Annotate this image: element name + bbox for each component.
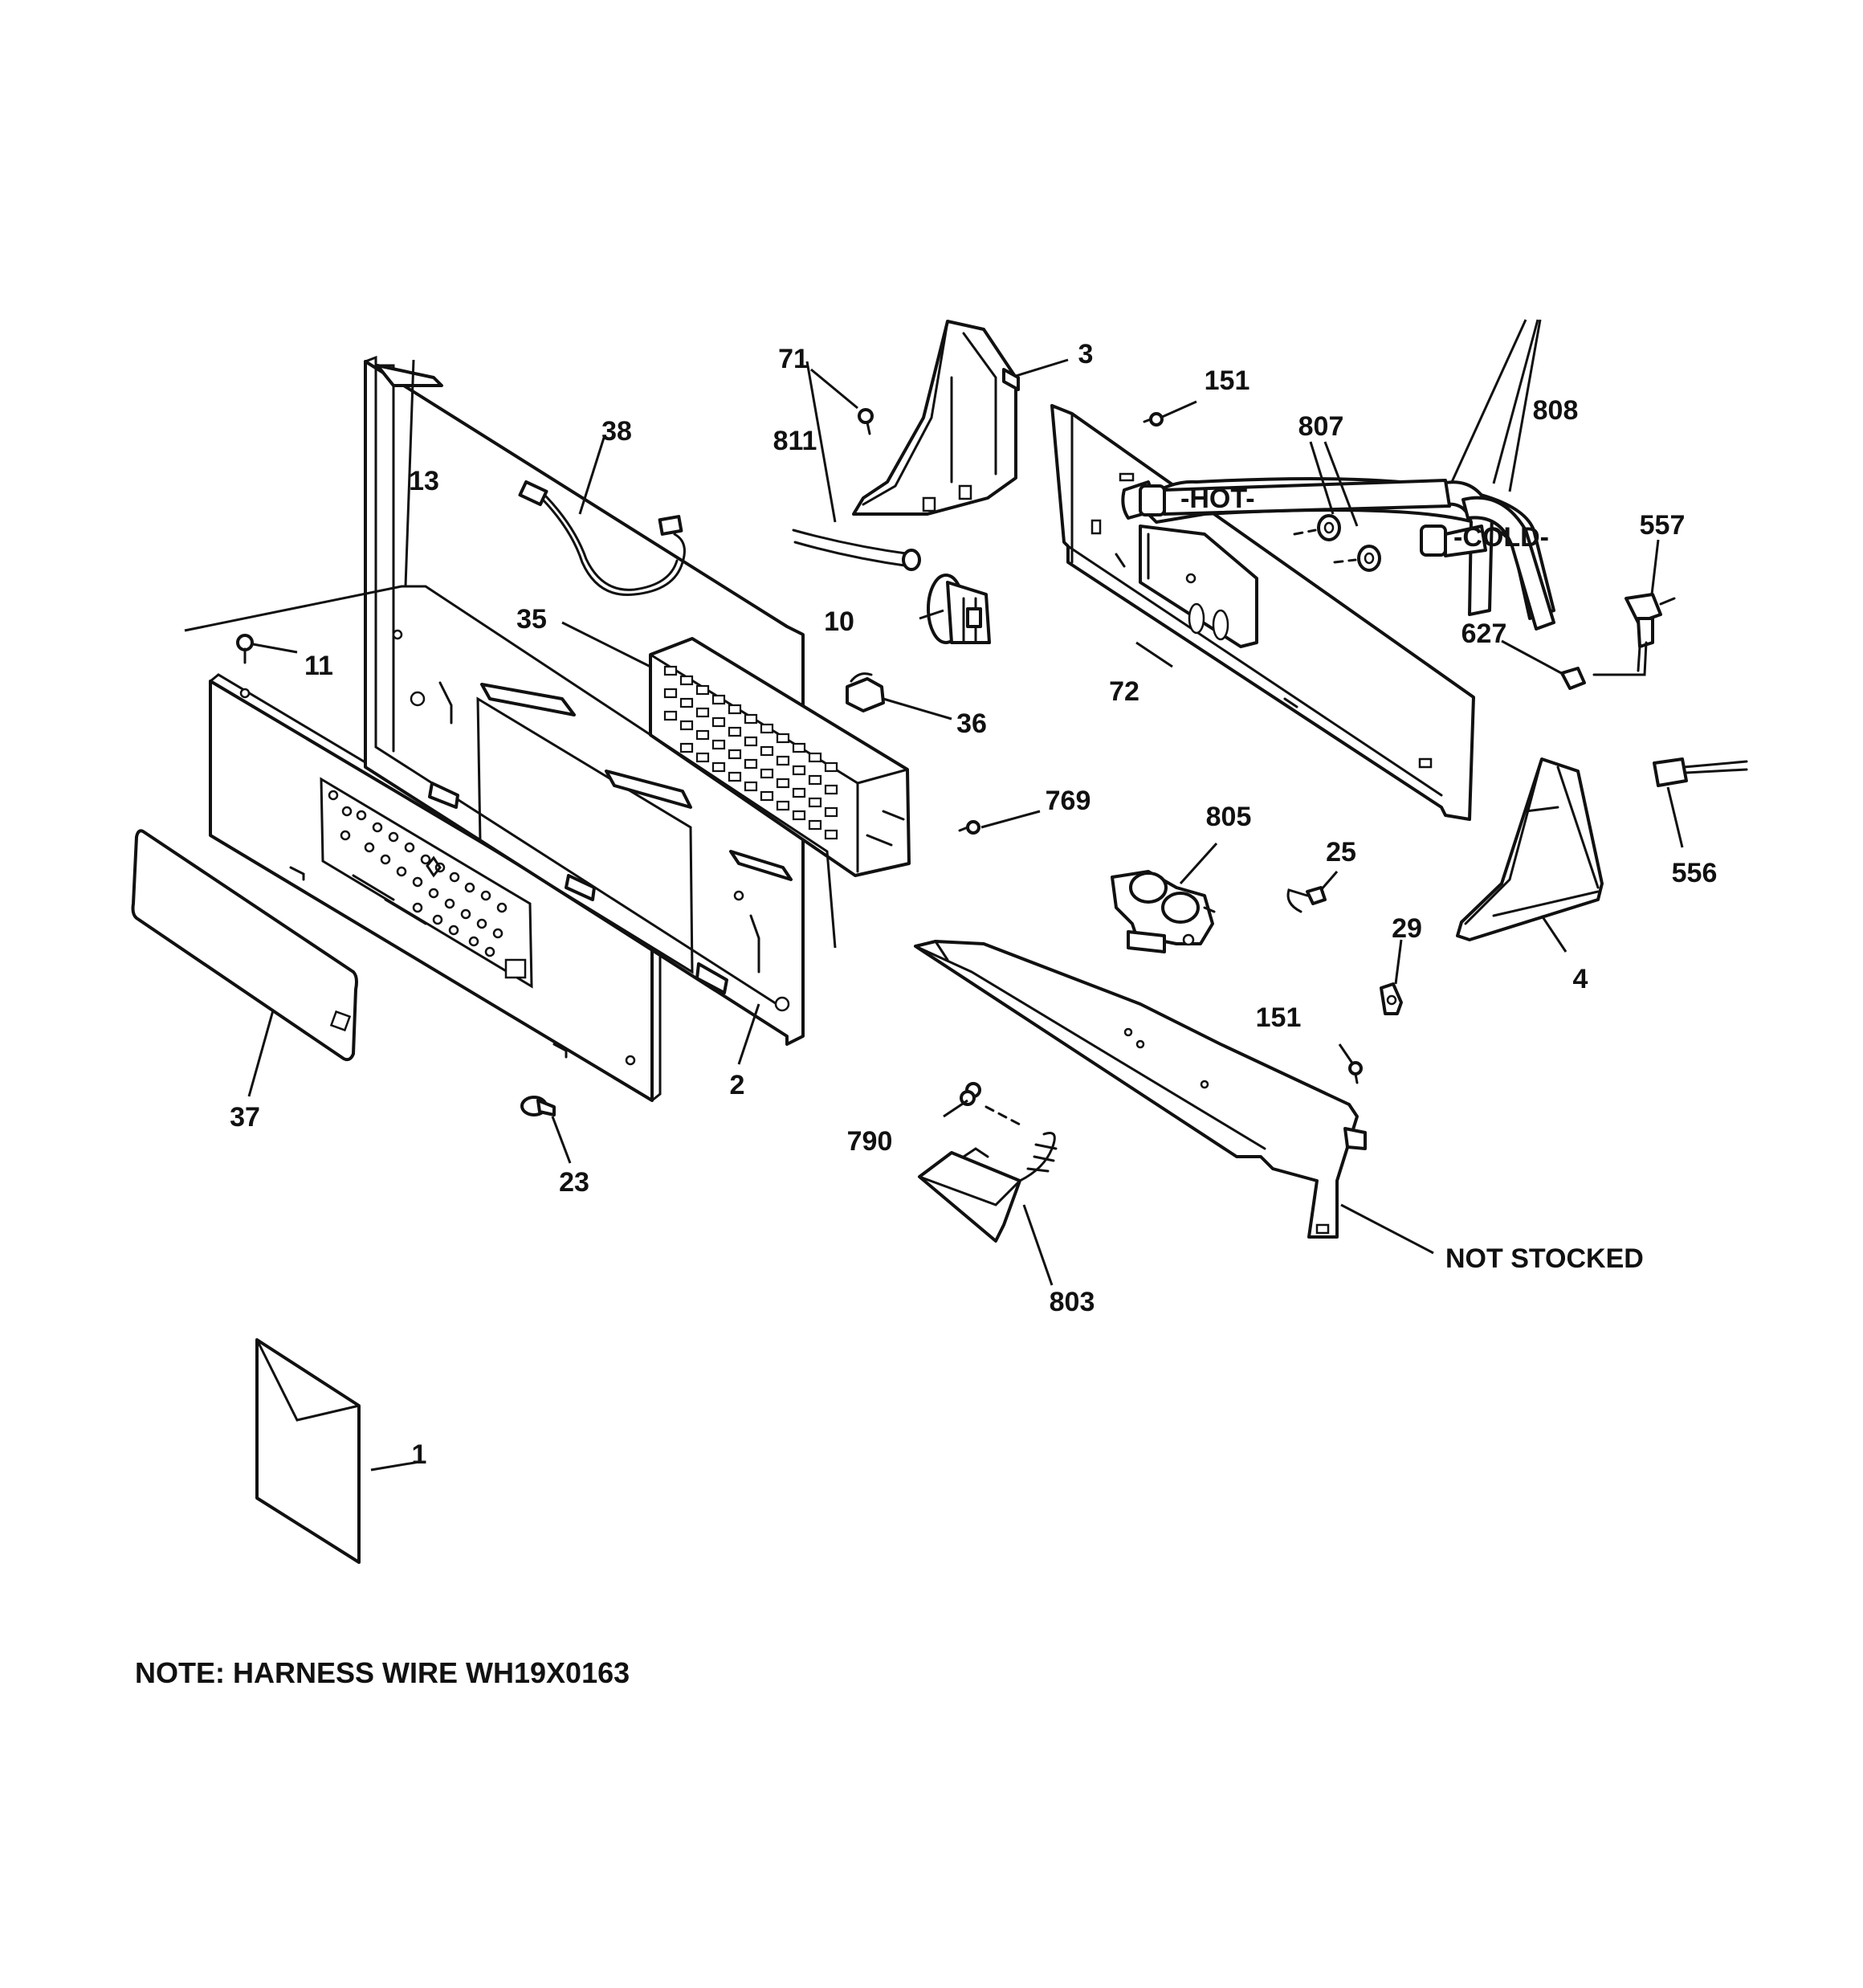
hose-cold-label: -COLD- [1453,522,1549,553]
part-808-fill-hoses: -HOT- -COLD- [1121,477,1555,631]
callout-38: 38 [601,416,632,447]
callout-72: 72 [1109,676,1139,707]
callout-labels: 1 2 3 4 10 11 13 23 25 29 35 36 37 38 71… [230,339,1717,1470]
callout-807: 807 [1298,411,1344,442]
callout-11: 11 [304,651,333,681]
part-557-connector [1592,593,1676,676]
part-3-bracket [852,320,1020,516]
callout-13: 13 [409,466,439,496]
callout-37: 37 [230,1102,260,1133]
callout-3: 3 [1078,339,1094,369]
callout-1: 1 [412,1439,427,1470]
part-71-screw [858,408,874,435]
part-803-spring-bracket [918,1132,1058,1243]
part-35-switch-module [649,637,911,877]
callout-556: 556 [1672,858,1718,888]
reference-lines [184,585,837,949]
callout-10: 10 [824,606,854,637]
callout-803: 803 [1050,1287,1095,1317]
callout-29: 29 [1392,913,1422,944]
part-11-screw [236,634,254,664]
callout-790: 790 [847,1126,893,1157]
callout-2: 2 [730,1070,745,1100]
callout-23: 23 [559,1167,589,1198]
part-807-washers [1293,514,1381,572]
part-151-screw-lower [1348,1061,1363,1084]
part-805-water-valve [1111,870,1216,953]
callout-151-top: 151 [1205,365,1250,396]
callout-808: 808 [1533,395,1579,426]
leader-lines [247,319,1684,1472]
part-769-screw [958,820,980,835]
callout-557: 557 [1640,510,1686,541]
callout-35: 35 [516,604,547,635]
not-stocked-bracket [914,940,1367,1239]
part-72-back-panel [1050,404,1475,821]
part-151-screw-top [1143,412,1164,427]
harness-wire-note: NOTE: HARNESS WIRE WH19X0163 [135,1656,630,1689]
part-556-connector [1653,757,1748,787]
part-790-clamp [960,1082,1021,1126]
callout-25: 25 [1326,837,1356,867]
part-811-tube [792,529,921,571]
callout-36: 36 [956,708,987,739]
part-10-pressure-switch [927,574,991,644]
part-23-knob [520,1096,556,1116]
callout-151-lower: 151 [1256,1002,1302,1033]
part-36-clip [846,672,885,712]
part-1-literature-envelope [255,1338,361,1564]
part-38-wire-harness [518,480,686,596]
callout-811: 811 [773,426,817,456]
part-4-bracket [1456,757,1604,941]
callout-627: 627 [1461,618,1507,649]
callout-71: 71 [778,344,809,374]
callout-not-stocked: NOT STOCKED [1445,1243,1644,1274]
hose-hot-label: -HOT- [1180,484,1255,514]
callout-769: 769 [1046,786,1091,816]
part-29-clip [1380,982,1403,1015]
callout-4: 4 [1573,964,1588,994]
callout-805: 805 [1206,802,1252,832]
part-37-lens [131,829,358,1062]
part-2-panel-frame [364,355,805,1046]
part-25-wire [1286,886,1327,913]
part-627-plug [1560,667,1586,690]
